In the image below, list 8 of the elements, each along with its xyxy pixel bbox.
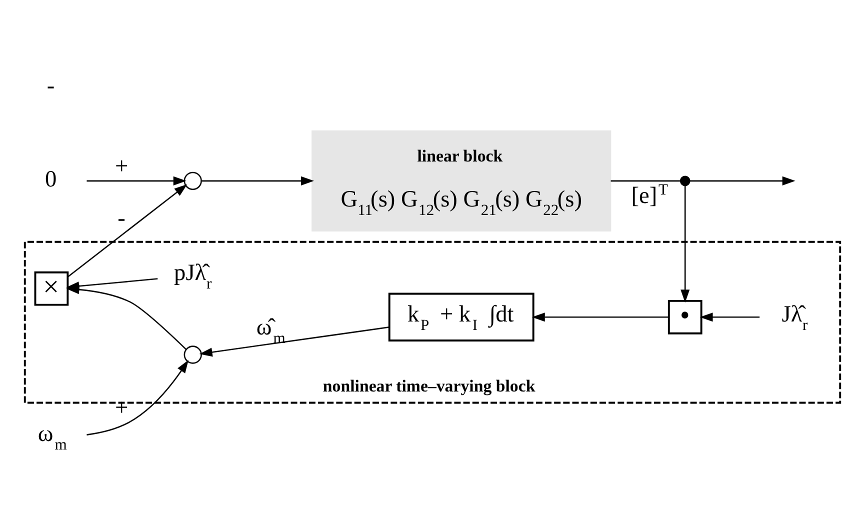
node-text: ω$_{m}$ <box>37 420 66 453</box>
node-text: 0 <box>44 166 56 192</box>
edge-label: + <box>114 153 128 180</box>
label: - <box>46 72 54 99</box>
node-text: Jλ̂$_{r}$ <box>781 301 808 334</box>
node-text: pJλ̂$_{r}$ <box>174 260 212 292</box>
node-label: [e]$^{T}$ <box>630 180 668 208</box>
edge-label: - <box>117 205 125 232</box>
